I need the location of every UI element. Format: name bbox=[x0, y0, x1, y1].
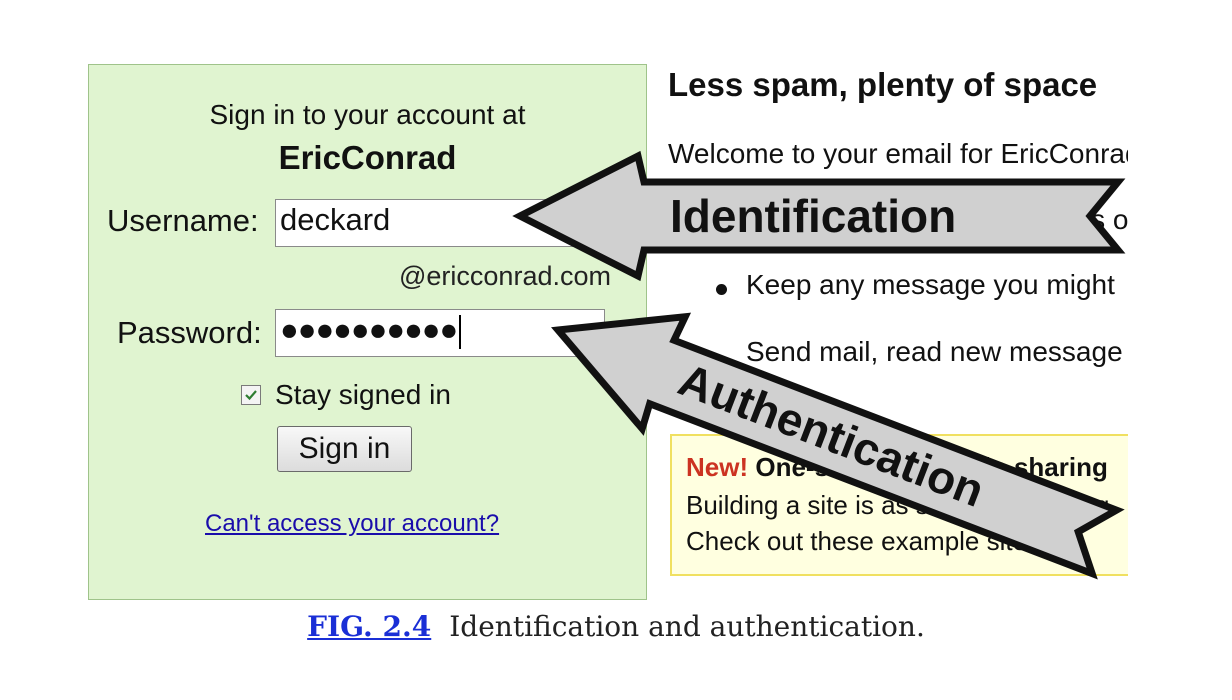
domain-suffix: @ericconrad.com bbox=[399, 261, 611, 291]
headline: Less spam, plenty of space bbox=[668, 66, 1098, 103]
identification-label: Identification bbox=[670, 190, 956, 242]
caption-text: Identification and authentication. bbox=[449, 610, 925, 643]
password-input[interactable]: ●●●●●●●●●● bbox=[275, 309, 605, 357]
welcome-text: Welcome to your email for EricConrad bbox=[668, 138, 1128, 169]
username-value: deckard bbox=[280, 202, 391, 237]
sign-in-heading: Sign in to your account at bbox=[209, 99, 526, 130]
stay-signed-in-label[interactable]: Stay signed in bbox=[275, 379, 451, 410]
sign-in-domain-title: EricConrad bbox=[278, 139, 457, 176]
password-label: Password: bbox=[117, 315, 262, 350]
cant-access-account-link[interactable]: Can't access your account? bbox=[205, 510, 500, 537]
checkmark-icon bbox=[245, 390, 257, 401]
new-badge: New! bbox=[686, 452, 749, 482]
bullet-dot bbox=[716, 284, 727, 295]
figure-caption: FIG. 2.4 Identification and authenticatio… bbox=[0, 610, 1232, 643]
authentication-arrow: Authentication bbox=[551, 312, 1125, 580]
annotation-arrows: Identification Authentication bbox=[512, 150, 1126, 580]
authentication-label: Authentication bbox=[672, 353, 991, 517]
username-label: Username: bbox=[107, 203, 259, 238]
password-dots: ●●●●●●●●●● bbox=[280, 312, 458, 347]
send-mail-text: Send mail, read new message bbox=[746, 336, 1123, 367]
text-caret bbox=[459, 314, 462, 349]
screenshot: Sign in to your account at EricConrad Us… bbox=[88, 64, 1128, 600]
figure-link[interactable]: FIG. 2.4 bbox=[307, 610, 432, 643]
sign-in-panel: Sign in to your account at EricConrad Us… bbox=[88, 64, 647, 600]
identification-arrow: Identification bbox=[512, 150, 1126, 282]
stay-signed-in-checkbox[interactable] bbox=[241, 385, 261, 405]
bullet-keep-messages: Keep any message you might bbox=[746, 269, 1115, 300]
sign-in-button[interactable]: Sign in bbox=[277, 426, 412, 472]
